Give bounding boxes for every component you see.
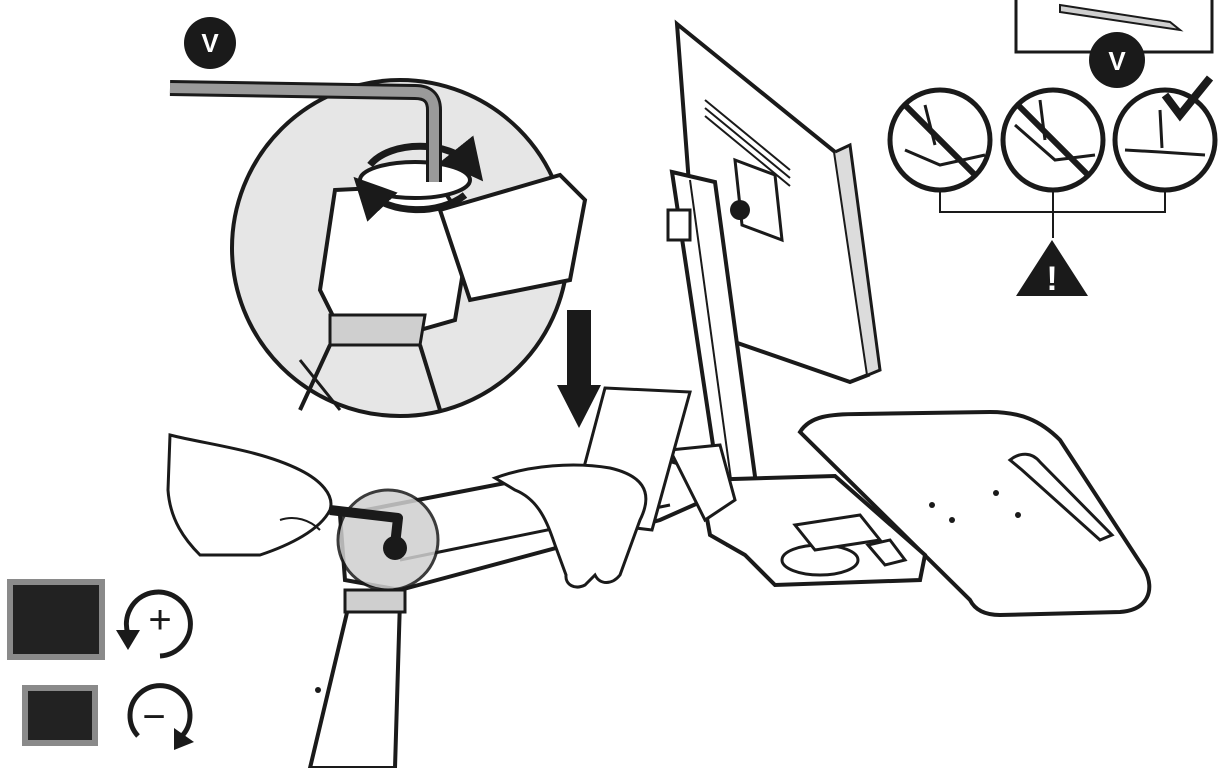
check-panel-incorrect-1 [887, 87, 993, 193]
step-badge-hex-key: V [184, 17, 236, 69]
check-panel-incorrect-2 [1000, 87, 1106, 193]
svg-text:V: V [201, 28, 219, 58]
svg-text:−: − [142, 695, 165, 739]
lower-arm-column [307, 588, 407, 768]
checkmark-icon [1161, 75, 1214, 122]
check-panel-correct [1112, 75, 1218, 193]
right-hand [491, 463, 648, 589]
large-monitor-icon [7, 579, 105, 660]
small-monitor-icon [22, 685, 98, 746]
adjustment-legend: + − [7, 579, 194, 750]
increase-row: + [7, 579, 193, 660]
svg-text:+: + [148, 598, 171, 642]
panel-connector [939, 190, 1166, 238]
prohibited-icon [1015, 102, 1091, 178]
desk-platform [697, 473, 928, 588]
rotate-clockwise-minus-icon: − [127, 683, 194, 750]
step-badge-inset: V [1089, 32, 1145, 88]
warning-icon: ! [1016, 240, 1088, 298]
magnified-detail-arm [336, 488, 440, 592]
decrease-row: − [22, 683, 194, 750]
hex-key-lower [329, 505, 403, 546]
keyboard-tray [797, 409, 1152, 618]
magnified-detail-top [230, 78, 588, 418]
svg-text:!: ! [1046, 260, 1057, 298]
prohibited-icon [902, 102, 978, 178]
hex-key-top [169, 80, 442, 182]
down-arrow-icon [557, 310, 601, 428]
rotate-clockwise-plus-icon: + [116, 589, 193, 659]
svg-text:V: V [1108, 46, 1126, 76]
left-hand [166, 433, 333, 557]
vertical-pole [666, 169, 768, 553]
